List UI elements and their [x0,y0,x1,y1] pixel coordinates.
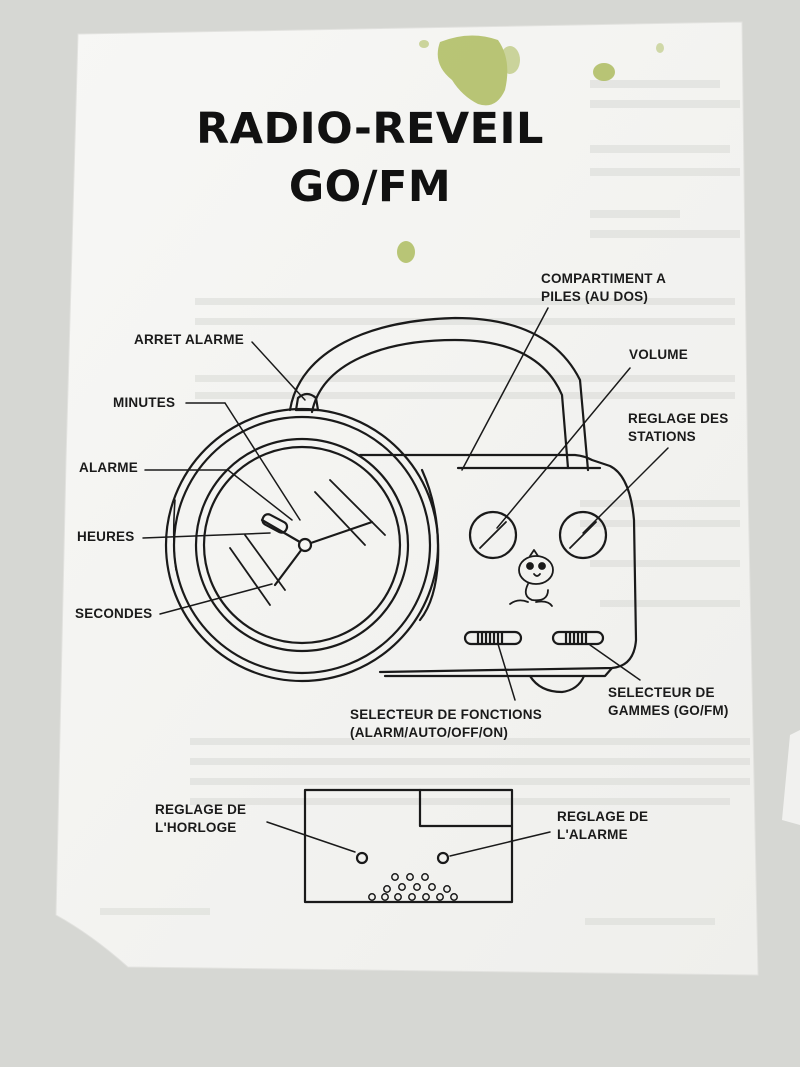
volume-knob [468,510,518,560]
label-alarm: ALARME [79,460,138,475]
rear-panel [266,788,551,904]
bird-mascot-icon [509,549,554,607]
label-station-tuning: REGLAGE DES STATIONS [628,411,729,444]
label-minutes: MINUTES [113,395,176,410]
label-battery-compartment: COMPARTIMENT A PILES (AU DOS) [541,271,667,304]
stain-marks [397,35,664,263]
leader-lines [142,307,669,701]
label-hours: HEURES [77,529,135,544]
clock-hands [260,513,374,587]
label-band-selector: SELECTEUR DE GAMMES (GO/FM) [608,685,729,718]
label-alarm-setting: REGLAGE DE L'ALARME [557,809,649,842]
label-function-selector: SELECTEUR DE FONCTIONS (ALARM/AUTO/OFF/O… [350,707,542,740]
radio-foot [528,674,586,694]
label-clock-setting: REGLAGE DE L'HORLOGE [155,802,247,835]
station-knob [558,510,608,560]
adjacent-paper-corner [782,730,800,825]
function-switch [463,630,523,646]
show-through-text [100,80,750,925]
label-seconds: SECONDES [75,606,153,621]
band-switch [551,630,605,646]
radio-body [358,453,638,678]
label-alarm-stop: ARRET ALARME [134,332,244,347]
glass-reflections [229,479,386,606]
label-volume: VOLUME [629,347,688,362]
document-title-line2: GO/FM [288,162,452,212]
clock-housing [164,407,440,683]
speaker-holes [368,873,458,901]
carry-handle [288,316,590,472]
document-title-line1: RADIO-REVEIL [196,104,544,154]
